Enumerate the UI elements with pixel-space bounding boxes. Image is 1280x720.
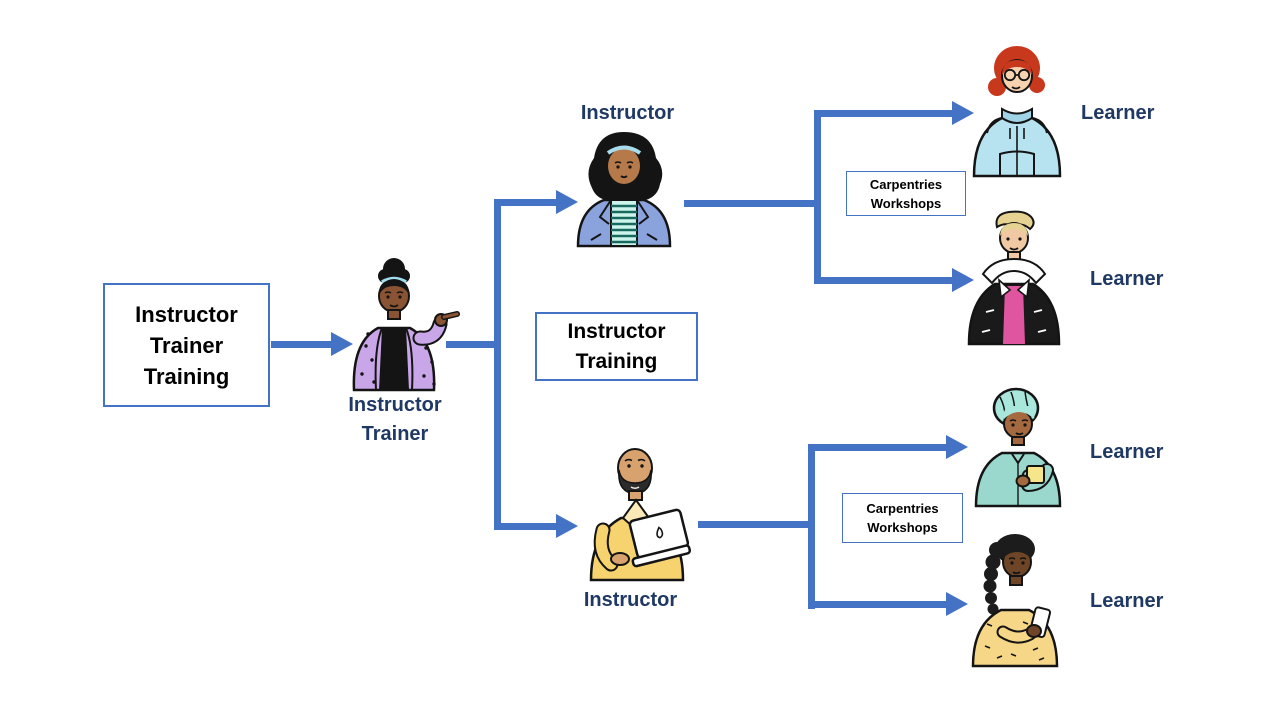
learner-4-label: Learner xyxy=(1090,590,1164,612)
arrowhead-to-learner-1 xyxy=(952,101,974,125)
instructor-laptop-illustration xyxy=(563,438,710,582)
learner-turban-illustration xyxy=(958,386,1073,508)
arrowhead-to-instructor-bottom xyxy=(556,514,578,538)
branch-vertical-bottom xyxy=(808,444,815,609)
learner-phone-illustration xyxy=(953,528,1075,668)
connector-to-learner-2 xyxy=(814,277,954,284)
instructor-training-box-label: Instructor Training xyxy=(567,319,666,373)
arrowhead-to-instructor-top xyxy=(556,190,578,214)
learner-jacket-illustration xyxy=(953,208,1075,346)
learner-hoodie-icon xyxy=(972,46,1062,178)
workshops-box-bottom-label: Carpentries Workshops xyxy=(866,501,939,535)
branch-vertical-main xyxy=(494,199,501,530)
connector-box-to-trainer xyxy=(271,341,333,348)
workshops-box-top: Carpentries Workshops xyxy=(846,171,966,216)
learner-turban-icon xyxy=(974,387,1062,508)
arrowhead-to-learner-4 xyxy=(946,592,968,616)
learner-hoodie-illustration xyxy=(958,42,1076,178)
workshops-box-bottom: Carpentries Workshops xyxy=(842,493,963,543)
arrowhead-to-learner-3 xyxy=(946,435,968,459)
arrowhead-to-learner-2 xyxy=(952,268,974,292)
instructor-hijab-icon xyxy=(576,132,672,248)
connector-to-learner-4 xyxy=(808,601,948,608)
connector-to-learner-1 xyxy=(814,110,954,117)
instructor-laptop-icon xyxy=(589,448,692,582)
connector-to-instructor-bottom xyxy=(494,523,558,530)
connector-instructor-bottom-out xyxy=(698,521,812,528)
connector-trainer-out xyxy=(446,341,498,348)
instructor-top-label: Instructor xyxy=(580,102,675,124)
connector-to-learner-3 xyxy=(808,444,948,451)
instructor-training-box: Instructor Training xyxy=(535,312,698,381)
trainer-training-box-label: Instructor Trainer Training xyxy=(135,301,238,389)
connector-instructor-top-out xyxy=(684,200,820,207)
learner-phone-icon xyxy=(971,534,1059,668)
instructor-hijab-illustration xyxy=(558,128,690,248)
trainer-training-box: Instructor Trainer Training xyxy=(103,283,270,407)
learner-jacket-icon xyxy=(967,210,1061,346)
instructor-trainer-illustration xyxy=(338,256,460,392)
learner-2-label: Learner xyxy=(1090,268,1164,290)
instructor-bottom-label: Instructor xyxy=(583,589,678,611)
learner-1-label: Learner xyxy=(1081,102,1155,124)
branch-vertical-top xyxy=(814,110,821,284)
learner-3-label: Learner xyxy=(1090,441,1164,463)
workshops-box-top-label: Carpentries Workshops xyxy=(869,176,943,211)
arrowhead-to-trainer xyxy=(331,332,353,356)
connector-to-instructor-top xyxy=(494,199,558,206)
instructor-trainer-icon xyxy=(352,258,460,392)
instructor-trainer-label: Instructor Trainer xyxy=(348,394,442,445)
